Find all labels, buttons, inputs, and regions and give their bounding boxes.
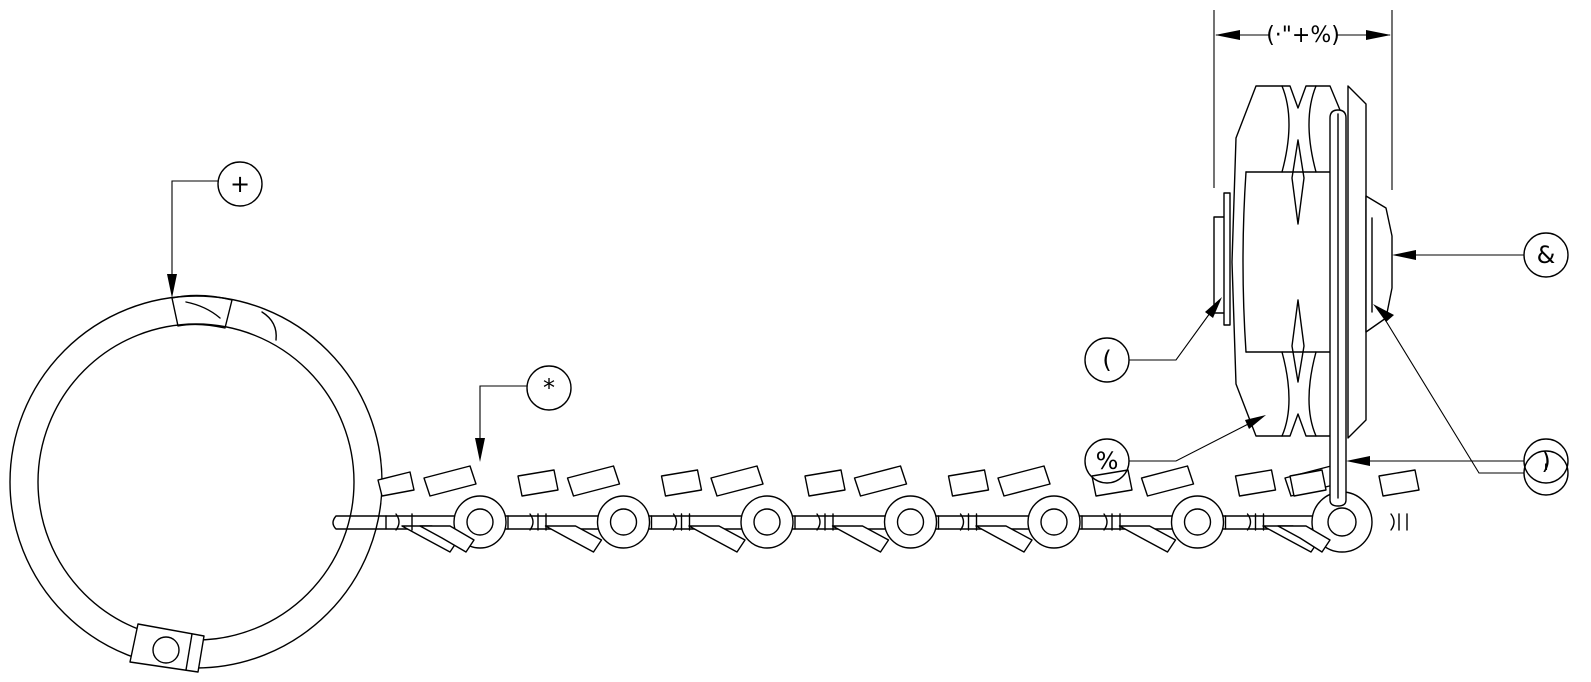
dimension-text: (·"+%) [1266, 23, 1340, 48]
callout-chain: * [475, 365, 572, 462]
callout-washer: ' [1373, 304, 1569, 496]
chain-link [377, 471, 475, 553]
callout-label-pin: ( [1102, 346, 1111, 374]
seal-assembly [1213, 85, 1393, 507]
callout-wire: ) [1346, 438, 1569, 484]
chain-link [544, 465, 703, 553]
callout-label-seal: & [1537, 241, 1556, 269]
callout-label-wire: ) [1541, 447, 1550, 475]
callout-label-chain: * [543, 374, 555, 402]
callout-pin: ( [1084, 297, 1222, 383]
pin [1213, 192, 1231, 326]
chain-link [401, 465, 559, 553]
chain-link [975, 465, 1133, 553]
callout-label-washer: ' [1543, 459, 1550, 487]
chain-link [688, 465, 846, 553]
wire [1329, 109, 1347, 507]
callout-seal: & [1392, 232, 1569, 278]
callout-hex-nut: % [1084, 415, 1266, 484]
chain-link [831, 465, 990, 553]
callout-label-hex-nut: % [1096, 447, 1119, 475]
width-dimension: (·"+%) [1213, 10, 1393, 190]
callout-ring: + [167, 161, 263, 298]
key-ring [9, 294, 383, 673]
bead-chain [332, 465, 1420, 553]
washer [1347, 85, 1393, 439]
chain-link [1118, 465, 1277, 553]
hex-nut [1231, 85, 1341, 437]
callout-label-ring: + [230, 170, 250, 198]
chain-end-loop [1277, 469, 1373, 553]
ring-clasp [129, 623, 205, 673]
